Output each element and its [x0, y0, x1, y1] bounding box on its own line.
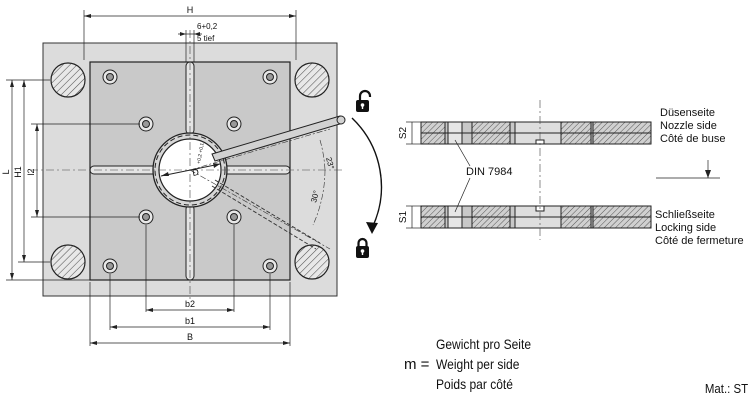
- weight-en: Weight per side: [436, 356, 520, 372]
- angle-lines: [189, 128, 331, 250]
- dim-h-label: H: [187, 5, 194, 15]
- weight-fr: Poids par côté: [436, 376, 513, 392]
- section-plate-s1: [420, 205, 652, 229]
- label-s1: S1: [398, 210, 409, 223]
- dim-i1-label: l2: [26, 168, 36, 175]
- section-plate-s2: [420, 121, 652, 145]
- dimension-arrows: [10, 14, 296, 345]
- nozzle-arrow: [705, 170, 711, 178]
- dim-l-label: L: [1, 169, 11, 174]
- locking-side-de: Schließseite: [655, 209, 715, 221]
- locking-side-en: Locking side: [655, 222, 717, 234]
- nozzle-side-de: Düsenseite: [660, 107, 716, 119]
- din-label: DIN 7984: [466, 166, 512, 178]
- slot-width-label: 6+0,2: [197, 22, 218, 31]
- weight-legend: m = Gewicht pro Seite Weight per side Po…: [400, 334, 600, 394]
- guide-bushings: [50, 62, 330, 280]
- dim-b-label: B: [187, 332, 193, 342]
- angle-upper-label: 23°: [324, 156, 336, 170]
- locking-side-text: Schließseite Locking side Côté de fermet…: [655, 209, 744, 248]
- dim-b2-label: b2: [185, 299, 195, 309]
- nozzle-side-en: Nozzle side: [660, 120, 717, 132]
- nozzle-side-fr: Côté de buse: [660, 133, 726, 145]
- diameter-label: D: [191, 167, 200, 178]
- screw-holes: [102, 69, 278, 274]
- plan-view: H 6+0,2 5 tief L H1 l2 b2 b1 B D +0,2 +0…: [1, 5, 383, 346]
- lock-icon: [356, 237, 369, 258]
- dim-b1-label: b1: [185, 316, 195, 326]
- dim-h1-label: H1: [13, 166, 23, 178]
- clamp-lever-alt: [211, 179, 321, 250]
- nozzle-side-text: Düsenseite Nozzle side Côté de buse: [660, 107, 725, 146]
- weight-symbol: m =: [404, 356, 430, 373]
- locking-side-fr: Côté de fermeture: [655, 235, 744, 247]
- label-s2: S2: [398, 126, 409, 139]
- material-label: Mat.: ST: [704, 381, 748, 396]
- clamp-lever: [211, 115, 346, 162]
- rotation-arrow: [351, 117, 383, 234]
- section-view: S2 S1 DIN 7984: [398, 100, 720, 240]
- slot-depth-label: 5 tief: [197, 34, 215, 43]
- centre-lines: [30, 30, 345, 300]
- weight-de: Gewicht pro Seite: [436, 336, 532, 352]
- angle-lower-label: 30°: [309, 189, 321, 203]
- unlock-icon: [356, 89, 372, 112]
- section-dimensions: [406, 121, 720, 229]
- diameter-tol-label: +0,2 +0,1: [196, 142, 206, 164]
- dimension-lines: [6, 10, 297, 346]
